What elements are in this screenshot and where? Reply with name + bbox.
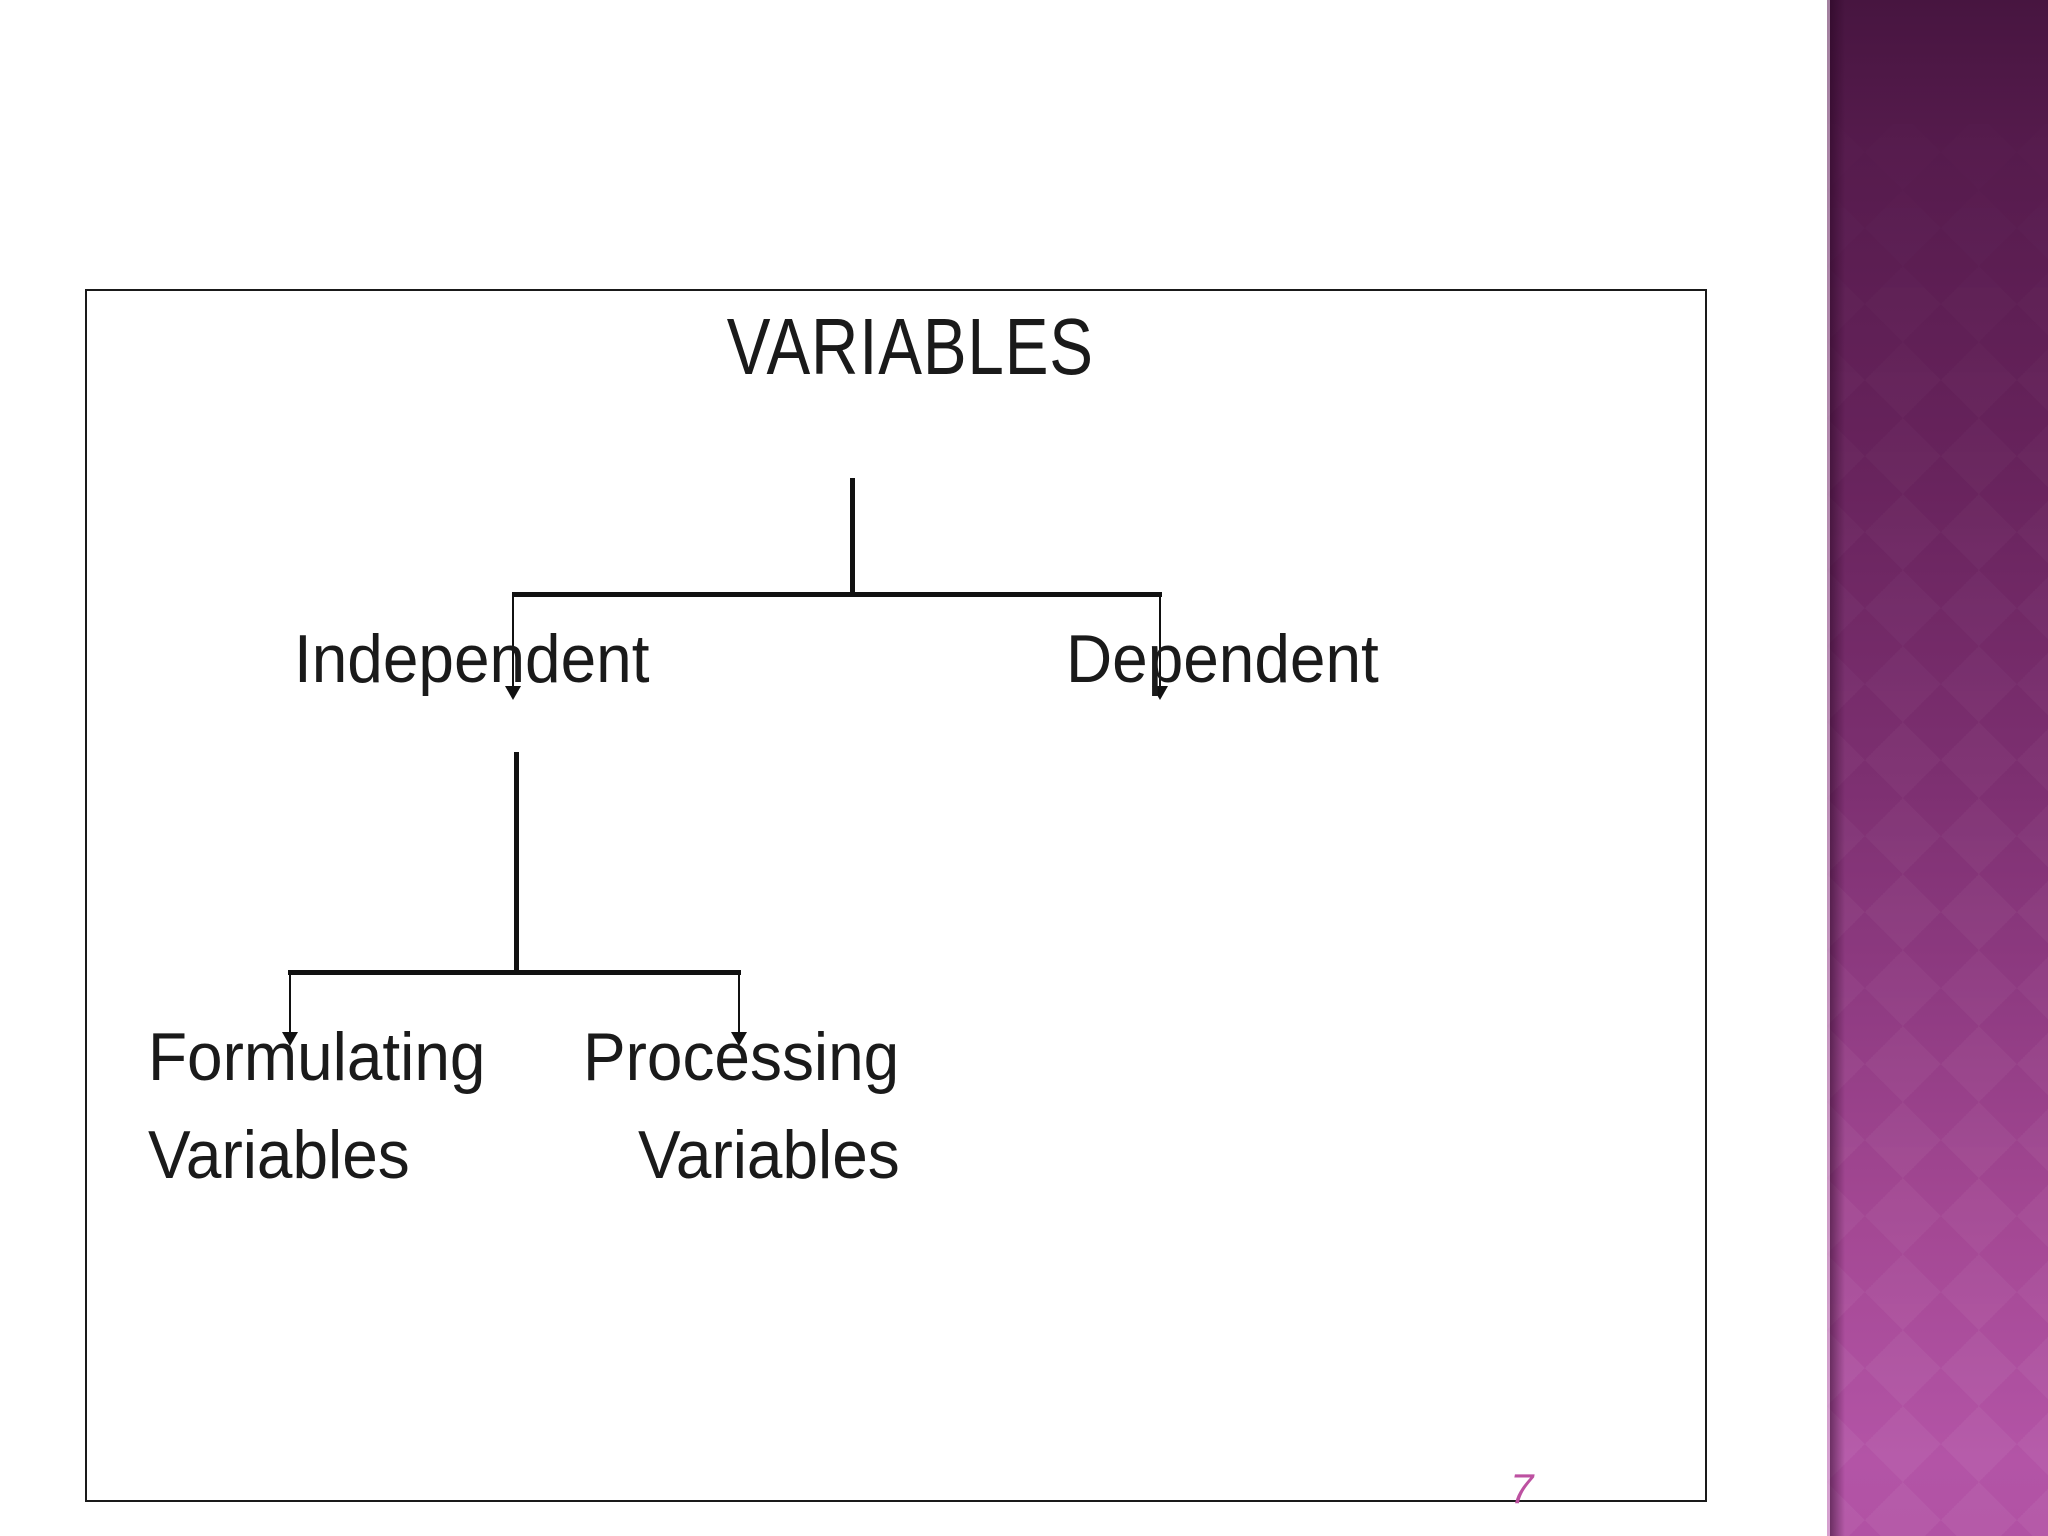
root-stem-line [850,478,855,596]
level1-branch-line [512,592,1162,597]
independent-drop-line [512,596,514,686]
dependent-drop-line [1159,596,1161,686]
dependent-arrowhead-icon [1152,686,1168,700]
node-processing-line1: Processing [583,1019,900,1095]
formulating-drop-line [289,975,291,1032]
node-independent: Independent [294,621,650,697]
formulating-arrowhead-icon [282,1032,298,1046]
sidebar-diamond-pattern [1827,0,2048,1536]
sidebar-left-shadow [1830,0,1845,1536]
diagram-title: VARIABLES [726,302,1094,391]
sidebar-left-highlight [1827,0,1830,1536]
independent-arrowhead-icon [505,686,521,700]
node-formulating-line2: Variables [148,1117,410,1193]
node-dependent: Dependent [1066,621,1379,697]
level2-branch-line [288,970,741,975]
independent-stem-line [514,752,519,974]
node-formulating-line1: Formulating [148,1019,486,1095]
processing-drop-line [738,975,740,1032]
page-number: 7 [1510,1465,1534,1512]
node-processing-line2: Variables [638,1117,900,1193]
sidebar-gradient-bar [1827,0,2048,1536]
processing-arrowhead-icon [731,1032,747,1046]
diagram-frame [85,289,1707,1502]
